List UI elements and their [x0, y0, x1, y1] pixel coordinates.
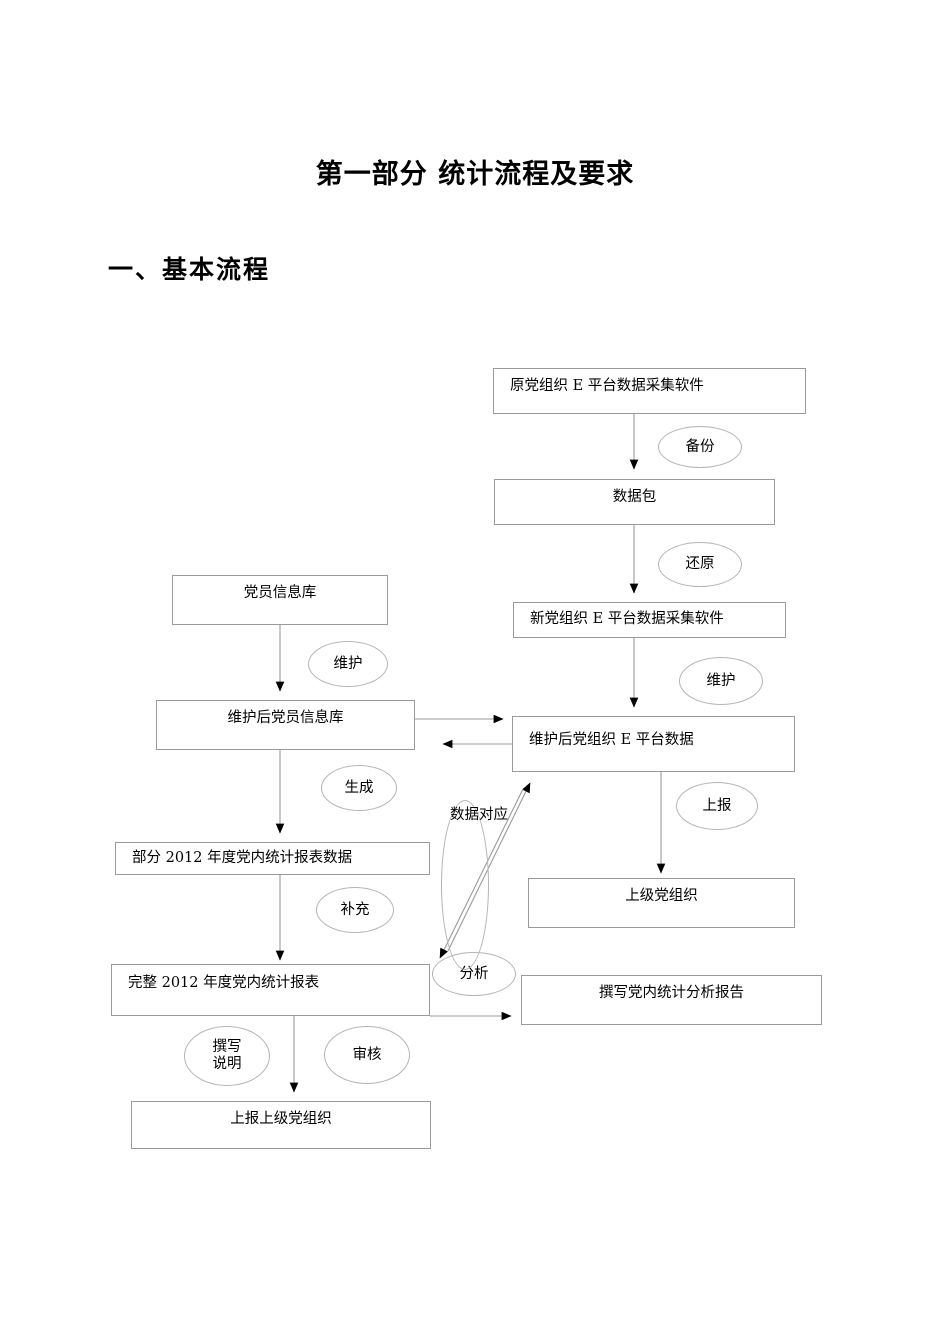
flow-node-member-db[interactable]: 党员信息库 [172, 575, 388, 625]
flow-node-label: 完整 2012 年度党内统计报表 [128, 975, 320, 991]
flow-node-data-package[interactable]: 数据包 [494, 479, 775, 525]
flow-node-upper-org[interactable]: 上级党组织 [528, 878, 795, 928]
edge-label-data-correspondence: 数据对应 [450, 807, 508, 823]
flow-node-full-report[interactable]: 完整 2012 年度党内统计报表 [111, 964, 430, 1016]
flow-node-partial-report[interactable]: 部分 2012 年度党内统计报表数据 [115, 842, 430, 875]
flow-op-report-up[interactable]: 上报 [676, 782, 758, 830]
flow-node-analysis-report[interactable]: 撰写党内统计分析报告 [521, 975, 822, 1025]
flow-op-review[interactable]: 审核 [324, 1026, 410, 1084]
flow-op-supplement[interactable]: 补充 [316, 887, 394, 933]
flow-node-new-platform[interactable]: 新党组织 E 平台数据采集软件 [513, 602, 786, 638]
flow-op-write-note[interactable]: 撰写 说明 [184, 1026, 270, 1086]
flow-node-label: 部分 2012 年度党内统计报表数据 [132, 850, 353, 866]
flow-node-label: 数据包 [612, 489, 657, 505]
flow-node-label: 上级党组织 [625, 888, 698, 904]
flow-op-generate[interactable]: 生成 [321, 765, 397, 811]
flow-op-restore[interactable]: 还原 [658, 542, 742, 587]
flow-node-submit-upper-org[interactable]: 上报上级党组织 [131, 1101, 431, 1149]
flow-node-member-db-maintained[interactable]: 维护后党员信息库 [156, 700, 415, 750]
flow-node-label: 新党组织 E 平台数据采集软件 [530, 611, 724, 627]
flow-node-old-platform[interactable]: 原党组织 E 平台数据采集软件 [493, 368, 806, 414]
flow-node-label: 维护后党员信息库 [227, 710, 344, 726]
flow-node-label: 上报上级党组织 [230, 1111, 332, 1127]
flow-op-maintain-org-platform[interactable]: 维护 [679, 657, 763, 705]
flow-op-backup[interactable]: 备份 [658, 426, 742, 468]
flow-node-label: 党员信息库 [243, 585, 317, 601]
flow-node-org-platform-maintained[interactable]: 维护后党组织 E 平台数据 [512, 716, 795, 772]
flow-node-label: 原党组织 E 平台数据采集软件 [510, 378, 704, 394]
page-title: 第一部分 统计流程及要求 [315, 159, 635, 190]
flow-node-label: 维护后党组织 E 平台数据 [529, 732, 694, 748]
flow-op-data-correspondence-ellipse [441, 800, 489, 970]
flow-op-maintain-member-db[interactable]: 维护 [308, 641, 388, 687]
section-heading: 一、基本流程 [108, 255, 271, 284]
flow-node-label: 撰写党内统计分析报告 [599, 985, 744, 1001]
